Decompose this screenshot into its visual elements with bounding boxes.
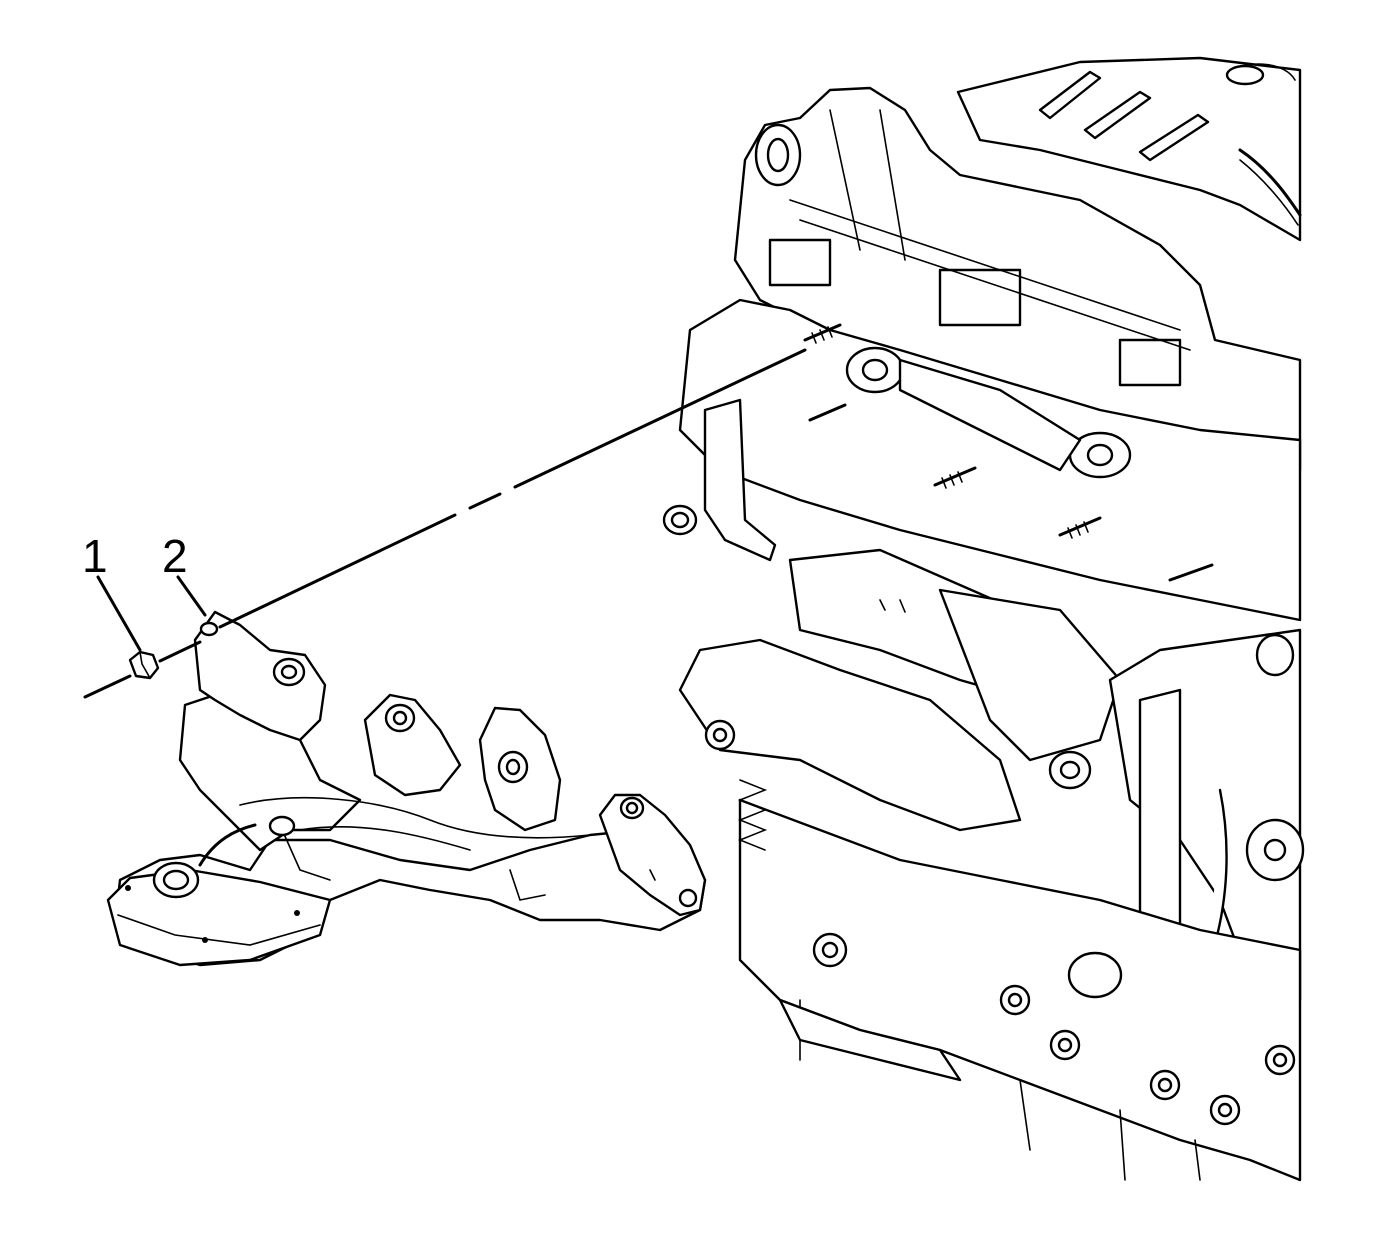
assembly-centerline [83, 348, 807, 699]
manifold-nut [128, 650, 160, 680]
valve-cover [733, 86, 1302, 472]
leader-line-2 [176, 575, 207, 617]
engine-top-cover [956, 56, 1302, 242]
callout-leader-lines [96, 575, 207, 652]
exhaust-manifold [106, 610, 707, 967]
leader-line-1 [96, 575, 142, 652]
accessory-bracket [1108, 628, 1305, 1002]
engine-block-lower [737, 779, 1302, 1182]
callout-2-label: 2 [162, 530, 188, 582]
callout-1-label: 1 [82, 530, 108, 582]
cylinder-head [662, 298, 1302, 622]
manifold-studs [803, 323, 1214, 582]
engine-assembly [662, 56, 1305, 1182]
front-cover [678, 548, 1122, 832]
